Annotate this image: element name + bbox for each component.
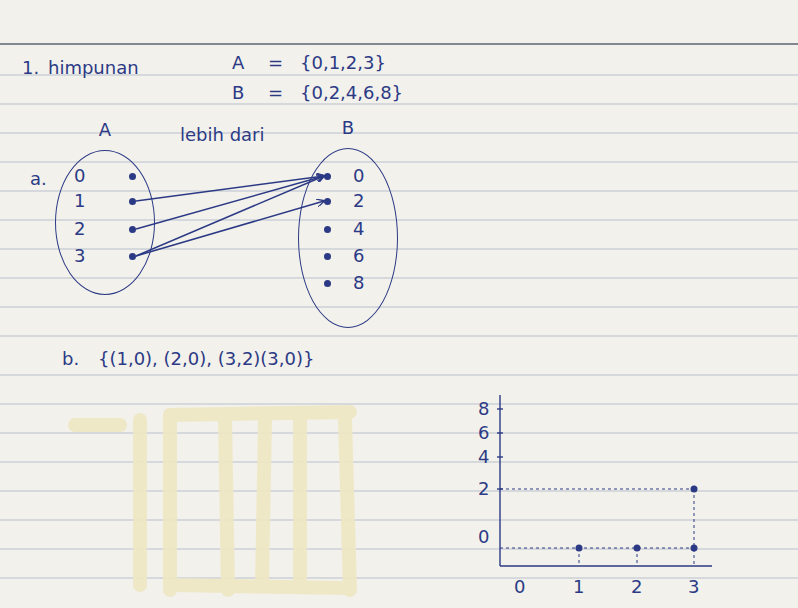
set-name: A: [99, 119, 111, 141]
axis-tick-label: 8: [478, 398, 489, 420]
element-value: 8: [353, 272, 364, 294]
element-dot: [129, 198, 136, 205]
axis-tick-label: 4: [478, 446, 489, 468]
set-element: 4: [324, 217, 374, 241]
equals-sign: =: [268, 52, 283, 74]
set-element: 0: [74, 164, 136, 188]
element-dot: [324, 253, 331, 260]
element-dot: [324, 198, 331, 205]
axis-tick-label: 2: [631, 576, 642, 598]
relation-arrow: [136, 176, 324, 229]
set-element: 2: [74, 217, 136, 241]
element-dot: [324, 173, 331, 180]
eraser-smudge: [75, 412, 350, 590]
element-dot: [129, 173, 136, 180]
set-members: {0,2,4,6,8}: [300, 82, 403, 104]
axis-tick-label: 0: [478, 526, 489, 548]
set-element: 3: [74, 244, 136, 268]
axis-tick-label: 2: [478, 478, 489, 500]
guide-lines: [500, 489, 694, 566]
relation-arrow: [136, 176, 324, 256]
element-dot: [129, 253, 136, 260]
set-oval: B02468: [298, 148, 398, 328]
set-element: 2: [324, 189, 374, 213]
set-name: A: [232, 52, 244, 74]
set-element: 6: [324, 244, 374, 268]
axis-tick-label: 1: [573, 576, 584, 598]
element-value: 6: [353, 245, 364, 267]
element-dot: [324, 226, 331, 233]
set-name: B: [342, 117, 354, 139]
set-element: 8: [324, 271, 374, 295]
axis-tick-label: 0: [514, 576, 525, 598]
axis-tick-label: 6: [478, 422, 489, 444]
set-name: B: [232, 82, 244, 104]
element-value: 3: [74, 245, 85, 267]
heading-word: himpunan: [48, 57, 139, 79]
cartesian-axes: [497, 395, 712, 566]
set-members: {0,1,2,3}: [300, 52, 386, 74]
set-oval: A0123: [55, 150, 155, 295]
ordered-pairs: {(1,0), (2,0), (3,2)(3,0)}: [98, 348, 314, 370]
top-rule: [0, 43, 798, 44]
axis-tick-label: 3: [688, 576, 699, 598]
element-dot: [324, 280, 331, 287]
element-value: 1: [74, 190, 85, 212]
element-dot: [129, 226, 136, 233]
element-value: 4: [353, 218, 364, 240]
item-number: 1.: [22, 57, 39, 79]
graph-points: [576, 486, 698, 552]
element-value: 0: [353, 165, 364, 187]
relation-arrow: [136, 201, 324, 256]
element-value: 2: [353, 190, 364, 212]
set-element: 1: [74, 189, 136, 213]
part-label: b.: [62, 348, 79, 370]
equals-sign: =: [268, 82, 283, 104]
relation-name: lebih dari: [180, 124, 265, 146]
ruled-lines: [0, 75, 798, 578]
element-value: 0: [74, 165, 85, 187]
part-label: a.: [30, 168, 47, 190]
element-value: 2: [74, 218, 85, 240]
set-element: 0: [324, 164, 374, 188]
